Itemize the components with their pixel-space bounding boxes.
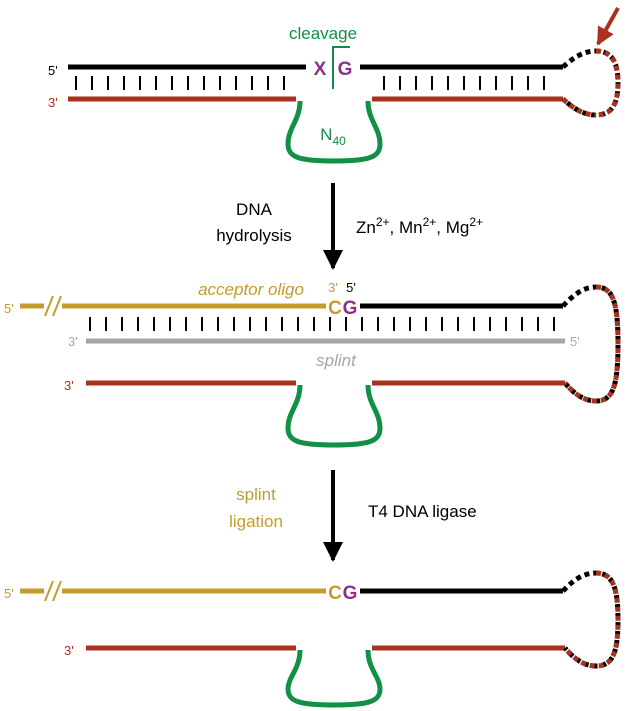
base-g: G	[338, 59, 353, 80]
ion-zn: Zn	[356, 218, 376, 237]
metal-ions-label: Zn2+, Mn2+, Mg2+	[356, 215, 483, 237]
acceptor-3prime: 3'	[328, 280, 338, 295]
step-1-label-line2: hydrolysis	[216, 226, 292, 245]
hairpin-loop-right	[595, 48, 621, 118]
ion-charge: 2+	[376, 215, 390, 229]
catalytic-loop	[285, 384, 383, 448]
base-pairs	[89, 317, 555, 331]
catalytic-loop-n40	[285, 100, 383, 164]
splint-3prime: 3'	[68, 334, 78, 349]
panel-1-cleavage: cleavage 5' X G 3' N40	[48, 7, 621, 164]
catalytic-loop	[285, 649, 383, 708]
panel-3-ligated: 5' C G 3'	[4, 570, 621, 708]
bottom-strand-3prime: 3'	[64, 643, 74, 658]
hairpin-loop-bottom	[563, 284, 621, 404]
ion-separator: ,	[390, 218, 399, 237]
step-2-label-line2: ligation	[229, 512, 283, 531]
ion-mg: Mg	[446, 218, 470, 237]
break-mark-1	[44, 295, 54, 317]
acceptor-5prime: 5'	[4, 586, 14, 601]
hairpin-loop-top	[561, 284, 621, 404]
cleavage-marker	[332, 46, 350, 89]
loop-label: N40	[320, 125, 346, 148]
break-mark-2	[52, 295, 62, 317]
base-pairs	[75, 76, 545, 90]
base-c: C	[328, 583, 342, 604]
hairpin-loop-bottom	[563, 570, 621, 669]
splint-5prime: 5'	[570, 334, 580, 349]
step-2-ligation: splint ligation T4 DNA ligase	[229, 470, 477, 562]
break-mark-1	[44, 580, 54, 602]
hairpin-arrow	[596, 7, 620, 46]
step-1-hydrolysis: DNA hydrolysis Zn2+, Mn2+, Mg2+	[216, 183, 483, 270]
bottom-strand-3prime: 3'	[64, 378, 74, 393]
top-strand-5prime: 5'	[48, 63, 58, 78]
acceptor-oligo-label: acceptor oligo	[198, 280, 304, 299]
cleavage-label: cleavage	[289, 24, 357, 43]
step-1-label-line1: DNA	[236, 200, 273, 219]
hairpin-loop-top	[561, 570, 621, 669]
ion-separator: ,	[436, 218, 445, 237]
bottom-strand-3prime: 3'	[48, 95, 58, 110]
hairpin-loop-bottom	[561, 97, 597, 118]
base-g: G	[343, 583, 358, 604]
base-x: X	[314, 59, 327, 80]
donor-5prime: 5'	[346, 280, 356, 295]
base-c: C	[328, 298, 342, 319]
ligase-label: T4 DNA ligase	[368, 502, 477, 521]
ion-charge: 2+	[423, 215, 437, 229]
step-2-label-line1: splint	[236, 485, 276, 504]
panel-2-acceptor: acceptor oligo 5' 3' 5' C G 3' 5' splint…	[4, 280, 621, 448]
splint-label: splint	[316, 351, 357, 370]
acceptor-5prime: 5'	[4, 301, 14, 316]
ion-mn: Mn	[399, 218, 423, 237]
base-g: G	[343, 298, 358, 319]
ion-charge: 2+	[469, 215, 483, 229]
break-mark-2	[52, 580, 62, 602]
